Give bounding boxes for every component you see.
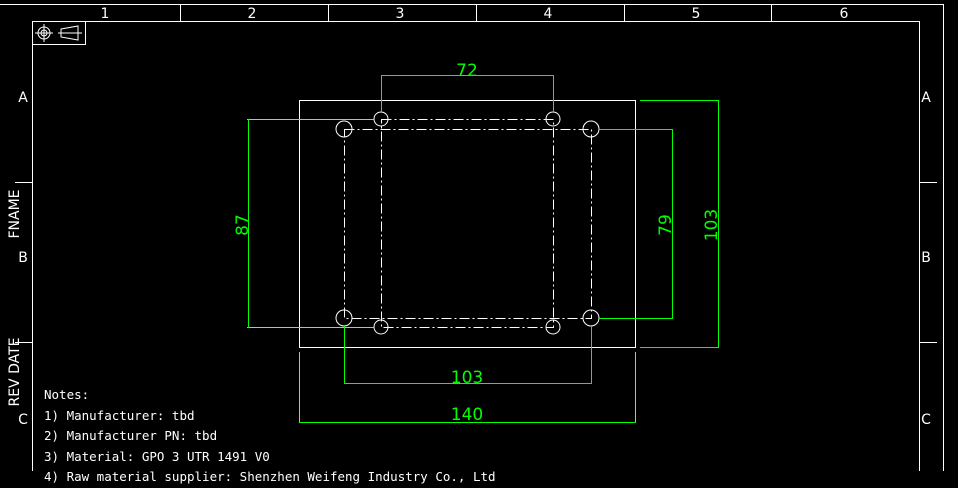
- column-label: 2: [248, 6, 257, 22]
- note-item: 2) Manufacturer PN: tbd: [44, 428, 218, 443]
- row-label: A: [921, 90, 931, 106]
- svg-text:103: 103: [451, 368, 483, 388]
- notes-block: Notes: 1) Manufacturer: tbd 2) Manufacture…: [44, 385, 496, 488]
- dimension-79: 79: [599, 129, 676, 319]
- projection-symbol-icon: [32, 21, 86, 45]
- note-item: 4) Raw material supplier: Shenzhen Weife…: [44, 469, 496, 484]
- large-hole-centerlines: [344, 129, 592, 319]
- column-label: 4: [544, 6, 553, 22]
- svg-text:140: 140: [451, 405, 483, 425]
- dimension-87: 87: [233, 119, 374, 328]
- notes-title: Notes:: [44, 387, 90, 402]
- column-dividers: [180, 4, 772, 21]
- small-hole-centerlines: [381, 119, 554, 328]
- part-outline: [299, 100, 636, 348]
- note-item: 1) Manufacturer: tbd: [44, 407, 195, 423]
- row-label: A: [18, 90, 28, 106]
- dimension-140: 140: [299, 352, 636, 425]
- dimension-103-height: 103: [640, 100, 722, 348]
- row-label: B: [18, 250, 28, 266]
- svg-text:79: 79: [656, 214, 676, 236]
- note-item: 3) Material: GPO 3 UTR 1491 V0: [44, 448, 270, 464]
- column-label: 3: [396, 6, 405, 22]
- column-label: 6: [840, 6, 849, 22]
- fname-label: FNAME: [7, 189, 23, 238]
- row-dividers: [15, 182, 937, 343]
- row-label: B: [921, 250, 931, 266]
- dimension-72: 72: [381, 61, 554, 112]
- row-label: C: [921, 412, 931, 428]
- row-label: C: [18, 412, 28, 428]
- svg-text:72: 72: [456, 61, 478, 81]
- column-labels: 1 2 3 4 5 6: [101, 6, 849, 22]
- dimension-103-width: 103: [344, 326, 592, 388]
- small-holes: [373, 111, 561, 335]
- row-labels: A B C A B C FNAME REV DATE: [7, 90, 931, 428]
- svg-text:103: 103: [702, 209, 722, 241]
- drawing-frame: [0, 4, 944, 471]
- cad-drawing: 1 2 3 4 5 6 A B C A B C FNAME REV DATE: [0, 4, 944, 471]
- column-label: 5: [692, 6, 701, 22]
- column-label: 1: [101, 6, 110, 22]
- large-holes: [335, 120, 600, 327]
- svg-text:87: 87: [233, 214, 253, 236]
- revdate-label: REV DATE: [7, 337, 23, 406]
